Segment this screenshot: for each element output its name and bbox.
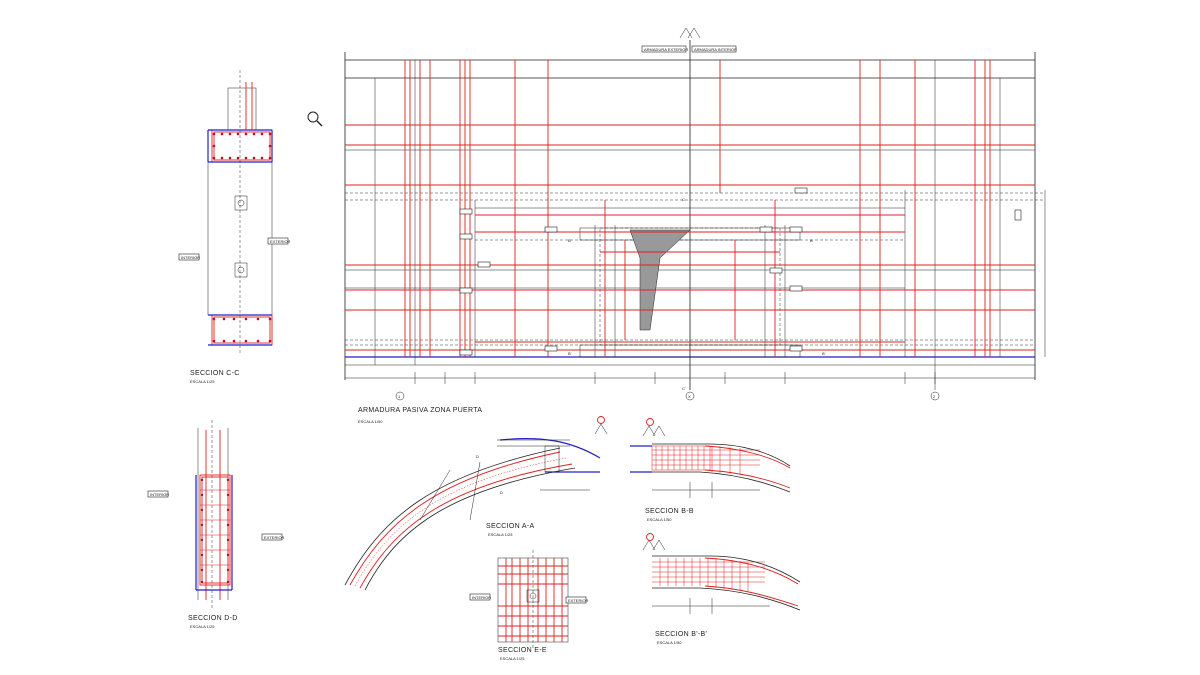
e-e-tag-exterior: EXTERIOR: [568, 598, 589, 603]
c-c-title: SECCION C-C: [190, 370, 240, 377]
axis-2: 2: [933, 394, 936, 399]
svg-text:B: B: [810, 238, 813, 243]
d-d-scale: ESCALA 1/25: [190, 624, 215, 629]
main-elevation: C C' B B B' B' ARMADURA EXTERIOR ARMADUR…: [344, 27, 1046, 424]
top-tag-interior: ARMADURA INTERIOR: [694, 47, 737, 52]
b-b-title: SECCION B-B: [645, 508, 694, 515]
axis-1: 1: [398, 394, 401, 399]
svg-text:C: C: [682, 197, 685, 202]
e-e-scale: ESCALA 1/25: [500, 656, 525, 661]
section-a-a: D D SECCION A-A ESCALA 1/25: [344, 416, 608, 591]
e-e-tag-interior: INTERIOR: [472, 595, 491, 600]
a-a-scale: ESCALA 1/25: [488, 532, 513, 537]
main-scale: ESCALA 1/50: [358, 419, 383, 424]
b2-b2-scale: ESCALA 1/50: [657, 640, 682, 645]
section-b-b: SECCION B-B ESCALA 1/50: [630, 418, 791, 522]
svg-text:D: D: [476, 454, 479, 459]
d-d-tag-exterior: EXTERIOR: [264, 535, 285, 540]
section-b2-b2: SECCION B'-B' ESCALA 1/50: [642, 533, 801, 645]
north-arrow-icon: [679, 27, 701, 39]
svg-text:B': B': [568, 351, 572, 356]
section-c-c: INTERIOR EXTERIOR SECCION C-C ESCALA 1/2…: [178, 70, 291, 384]
b2-b2-title: SECCION B'-B': [655, 631, 707, 638]
main-title: ARMADURA PASIVA ZONA PUERTA: [358, 407, 482, 414]
c-c-scale: ESCALA 1/25: [190, 379, 215, 384]
b-b-scale: ESCALA 1/50: [647, 517, 672, 522]
svg-text:B': B': [822, 351, 826, 356]
section-d-d: INTERIOR EXTERIOR SECCION D-D ESCALA 1/2…: [147, 420, 285, 629]
svg-text:C': C': [682, 386, 686, 391]
c-c-tag-exterior: EXTERIOR: [270, 239, 291, 244]
section-e-e: INTERIOR EXTERIOR SECCION E-E ESCALA 1/2…: [469, 550, 589, 661]
a-a-title: SECCION A-A: [486, 523, 534, 530]
d-d-title: SECCION D-D: [188, 615, 238, 622]
svg-text:B: B: [568, 238, 571, 243]
svg-text:D: D: [500, 490, 503, 495]
c-c-tag-interior: INTERIOR: [181, 255, 200, 260]
zoom-icon[interactable]: [307, 111, 323, 127]
e-e-title: SECCION E-E: [498, 647, 547, 654]
axis-x: X: [688, 394, 691, 399]
d-d-tag-interior: INTERIOR: [150, 492, 169, 497]
top-tag-exterior: ARMADURA EXTERIOR: [644, 47, 688, 52]
